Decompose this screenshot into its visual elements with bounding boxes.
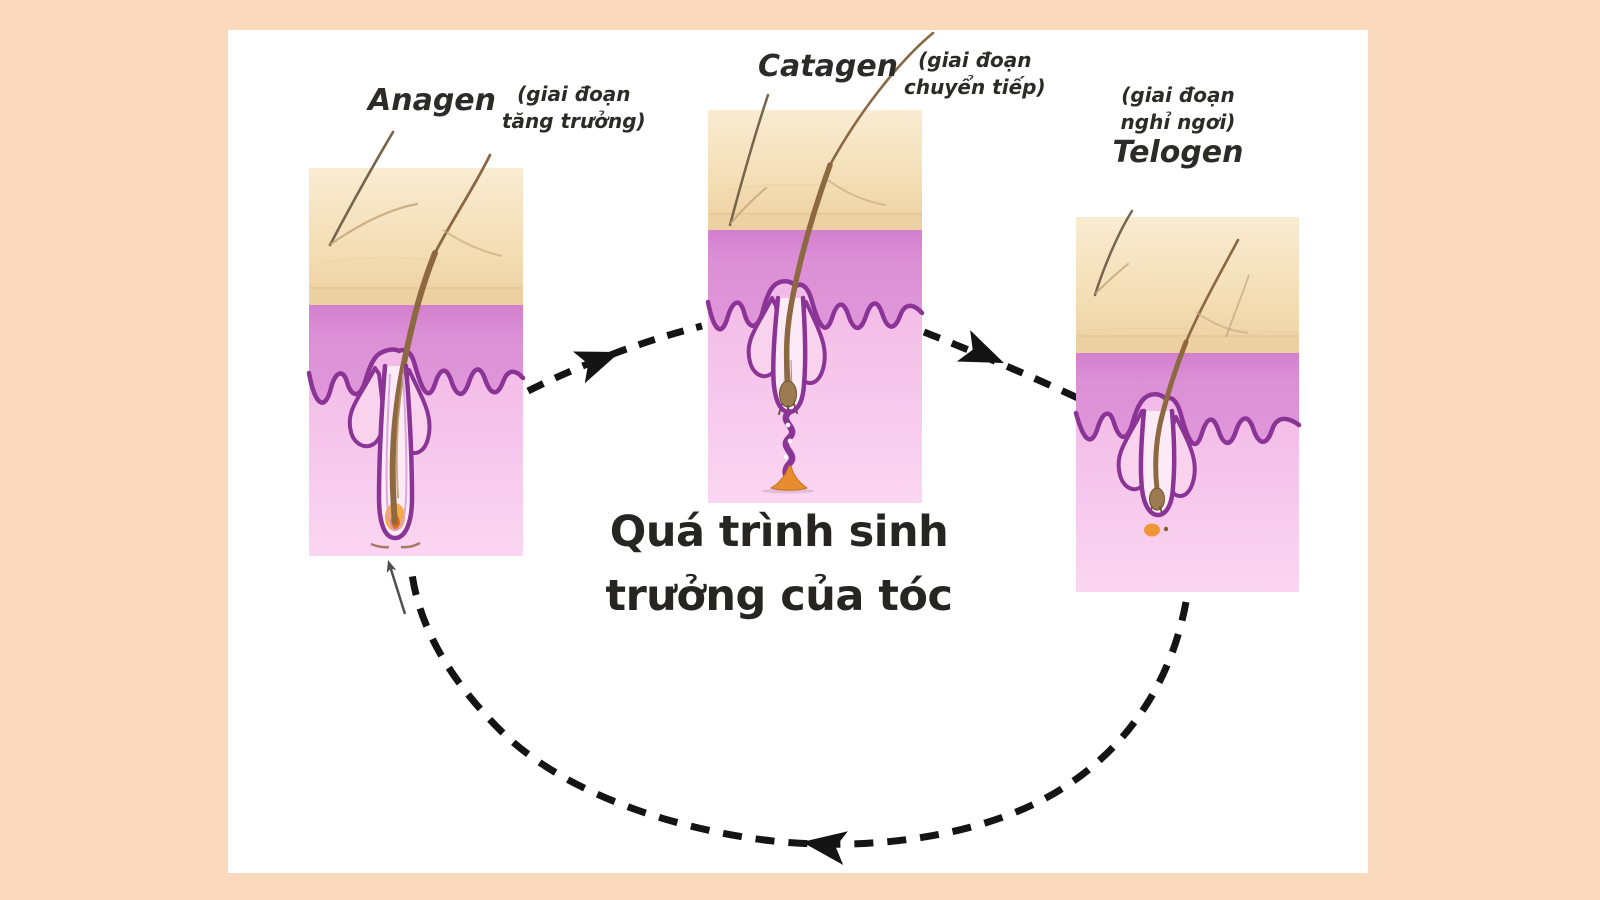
stage-label-telogen: (giai đoạn nghỉ ngơi) Telogen [1103,82,1253,170]
arrow-anagen-to-catagen [526,322,703,395]
skin-layers [1073,217,1302,592]
detached-papilla [1144,523,1160,537]
anagen-panel [306,130,526,556]
hair-shaft [1149,238,1240,514]
anagen-note-line2: tăng trưởng) [502,109,646,133]
catagen-panel [705,31,935,503]
bulb-pointer-arrow [387,562,407,615]
catagen-note-line2: chuyển tiếp) [904,75,1046,99]
arrowhead-catagen-to-telogen [956,330,1004,363]
anagen-note-line1: (giai đoạn [517,82,631,106]
anagen-name: Anagen [368,83,496,118]
telogen-name: Telogen [1112,135,1244,170]
detached-papilla [770,465,808,491]
arrowhead-telogen-to-anagen [802,831,848,865]
anagen-illustration [306,130,526,556]
skin-layers [705,110,925,503]
stage-label-anagen: Anagen (giai đoạn tăng trưởng) [368,81,646,135]
basement-membrane-wave [306,347,526,405]
catagen-note: (giai đoạn chuyển tiếp) [904,47,1046,101]
basement-membrane-wave [1073,392,1302,447]
telogen-note-line1: (giai đoạn [1121,83,1235,107]
loose-hairs [728,93,887,227]
catagen-note-line1: (giai đoạn [918,48,1032,72]
club-hair-root [1149,487,1165,511]
anagen-note: (giai đoạn tăng trưởng) [502,81,646,135]
arrow-catagen-to-telogen [922,328,1080,402]
telogen-panel [1073,209,1302,592]
arrowhead-anagen-to-catagen [572,351,620,384]
catagen-illustration [705,31,935,503]
telogen-note-line2: nghỉ ngơi) [1120,110,1236,134]
diagram-title-line2: trưởng của tóc [605,571,953,621]
telogen-note: (giai đoạn nghỉ ngơi) [1103,82,1253,136]
bulb-pointer-arrowhead [386,560,397,573]
basement-membrane-wave [705,279,925,332]
catagen-name: Catagen [758,49,899,84]
stage-label-catagen: Catagen (giai đoạn chuyển tiếp) [758,47,1046,101]
telogen-illustration [1073,209,1302,592]
arrow-telogen-to-anagen [408,573,1190,848]
loose-hairs [1093,209,1250,338]
diagram-title: Quá trình sinh trưởng của tóc [529,500,1029,628]
papilla-dot [1163,526,1169,532]
regressing-strand [782,408,796,482]
loose-hairs [328,130,503,257]
diagram-title-line1: Quá trình sinh [609,507,949,557]
